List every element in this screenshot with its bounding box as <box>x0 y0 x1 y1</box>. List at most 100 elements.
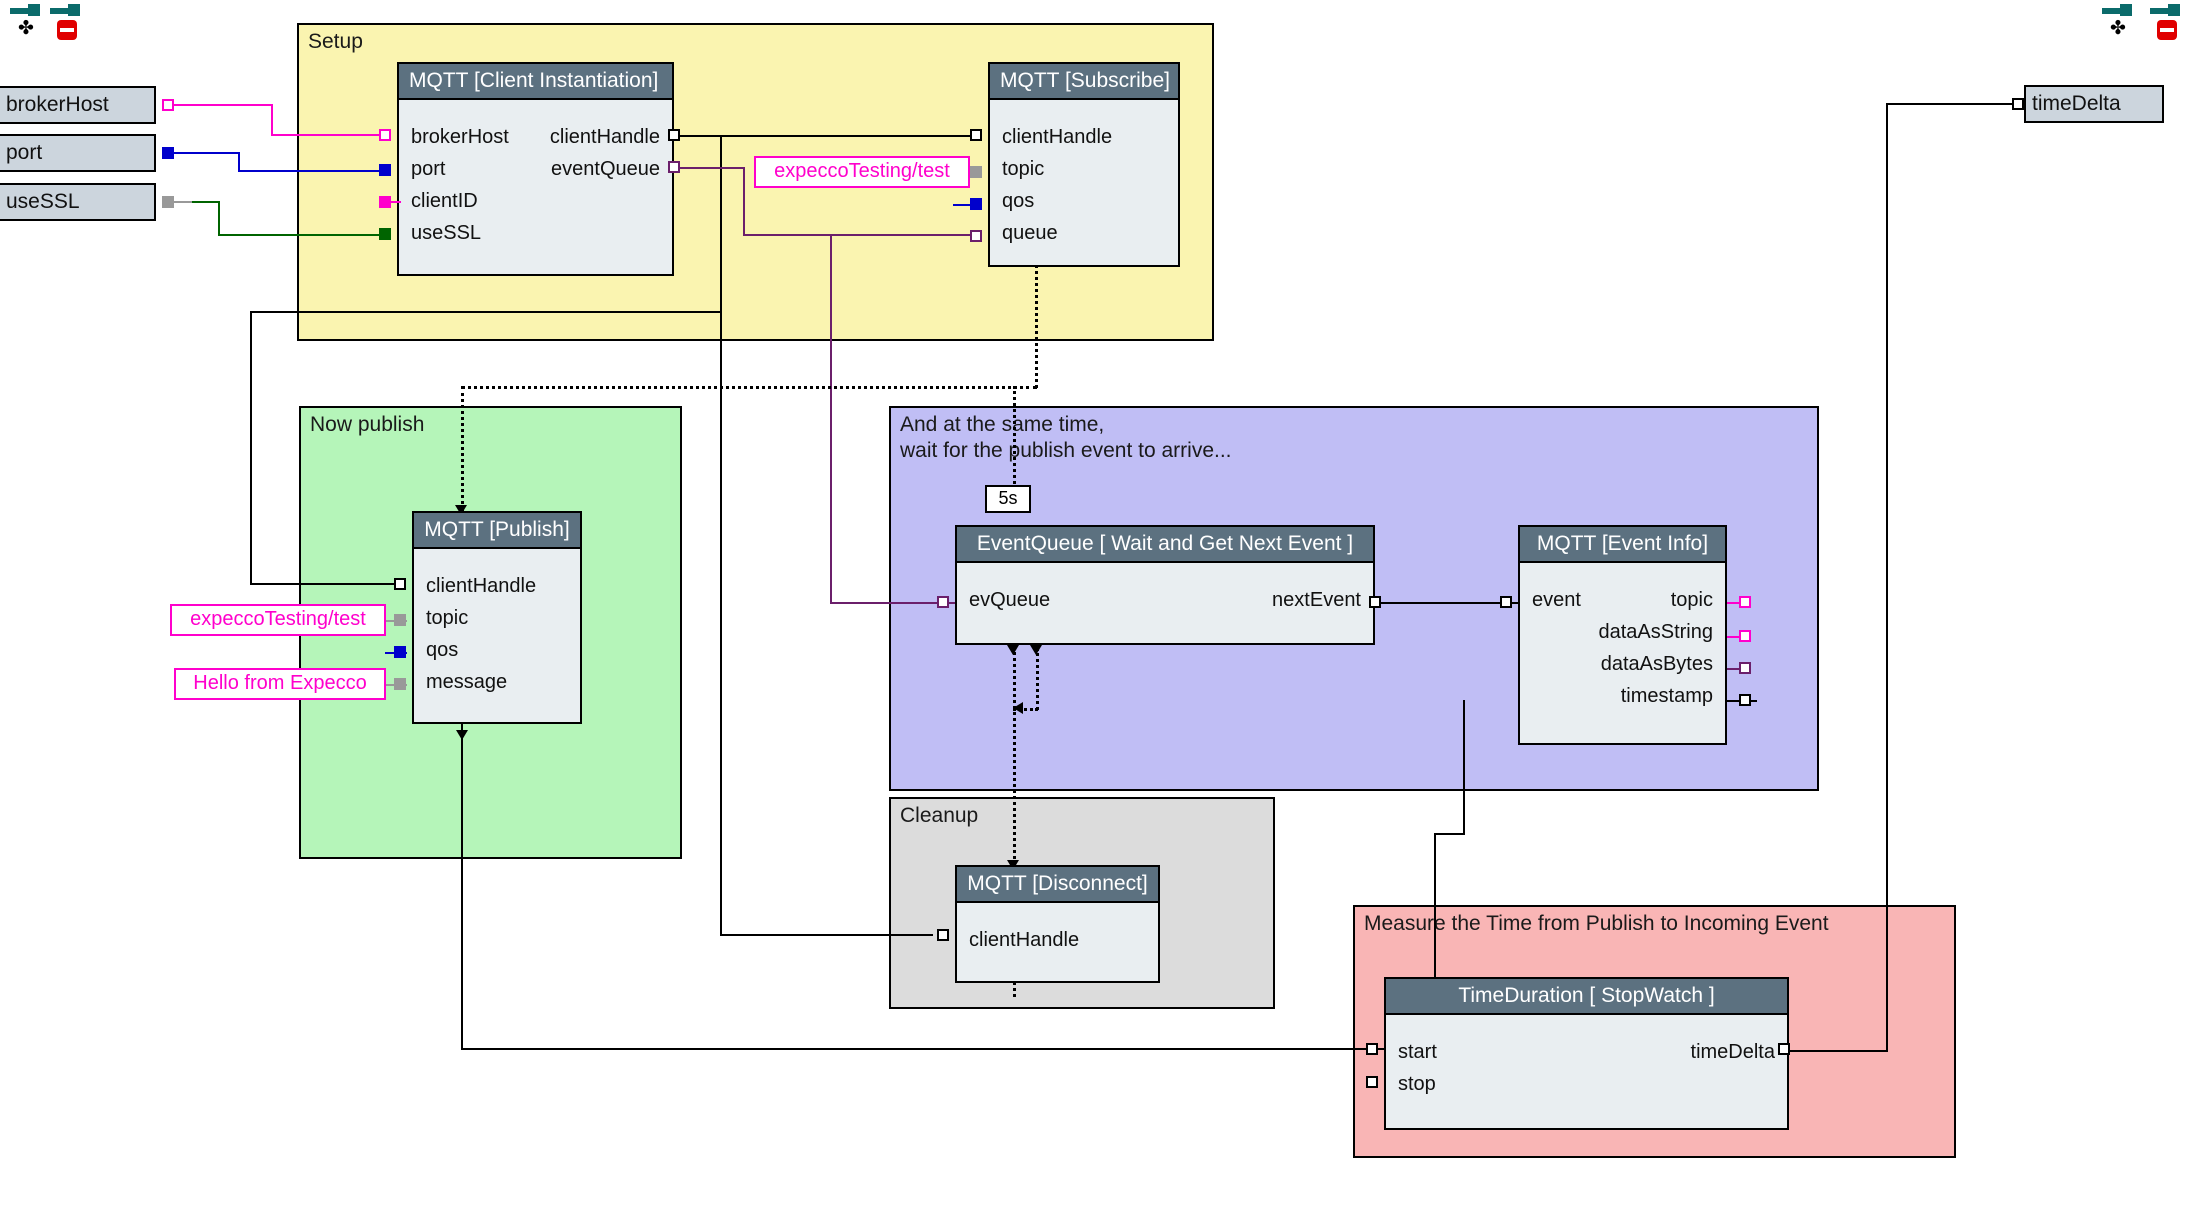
wire-ci-clientid-stub <box>385 201 401 203</box>
pin-label-port: port <box>411 158 446 180</box>
flow-to-eventqueue <box>1013 386 1016 502</box>
timeout-badge-5s[interactable]: 5s <box>985 485 1031 513</box>
pin-eq-nextevent-out[interactable] <box>1369 596 1381 608</box>
wire-eventinfo-databytes-stub <box>1727 668 1745 670</box>
wire-timedelta-seg2 <box>1886 103 1888 1052</box>
connector-stop-icon[interactable] <box>48 4 82 44</box>
connector-knob-icon <box>2168 4 2180 16</box>
literal-publish-topic[interactable]: expeccoTesting/test <box>170 604 386 636</box>
pin-sub-clienthandle-in[interactable] <box>970 129 982 141</box>
pin-usessl-out[interactable] <box>162 196 174 208</box>
pin-sub-queue-in[interactable] <box>970 230 982 242</box>
block-body: event topic dataAsString dataAsBytes tim… <box>1520 563 1725 743</box>
pin-ci-eventqueue-out[interactable] <box>668 161 680 173</box>
block-mqtt-disconnect[interactable]: MQTT [Disconnect] clientHandle <box>955 865 1160 983</box>
wire-eventinfo-topic-stub <box>1727 602 1745 604</box>
variable-timedelta[interactable]: timeDelta <box>2024 85 2164 123</box>
pin-label-topic: topic <box>426 607 469 629</box>
connector-move-icon-right[interactable]: ✤ <box>2100 4 2134 44</box>
connector-bar-icon <box>50 8 76 14</box>
connector-move-icon[interactable]: ✤ <box>8 4 42 44</box>
pin-pub-topic-in[interactable] <box>394 614 406 626</box>
pin-sw-stop-in[interactable] <box>1366 1076 1378 1088</box>
wire-brokerhost-seg2 <box>271 104 273 135</box>
pin-ci-port-in[interactable] <box>379 164 391 176</box>
pin-ci-usessl-in[interactable] <box>379 228 391 240</box>
variable-usessl[interactable]: useSSL <box>0 183 156 221</box>
pin-label-eventqueue: eventQueue <box>551 158 660 180</box>
block-body: brokerHost port clientID useSSL clientHa… <box>399 100 672 274</box>
block-mqtt-subscribe[interactable]: MQTT [Subscribe] clientHandle topic qos … <box>988 62 1180 267</box>
pin-ei-topic-out[interactable] <box>1739 596 1751 608</box>
pin-ci-brokerhost-in[interactable] <box>379 129 391 141</box>
flow-arrow-publish <box>455 505 467 515</box>
group-cleanup-title: Cleanup <box>900 804 979 827</box>
block-eventqueue-wait[interactable]: EventQueue [ Wait and Get Next Event ] e… <box>955 525 1375 645</box>
pin-pub-message-in[interactable] <box>394 678 406 690</box>
block-body: clientHandle <box>957 903 1158 981</box>
pin-brokerhost-out[interactable] <box>162 99 174 111</box>
block-timeduration-stopwatch[interactable]: TimeDuration [ StopWatch ] start stop ti… <box>1384 977 1789 1130</box>
pin-ei-timestamp-out[interactable] <box>1739 694 1751 706</box>
connector-bar-icon <box>2102 8 2128 14</box>
pin-ei-datasstring-out[interactable] <box>1739 630 1751 642</box>
pin-sub-topic-in[interactable] <box>970 166 982 178</box>
wire-usessl-stub <box>168 201 192 203</box>
pin-ci-clienthandle-out[interactable] <box>668 129 680 141</box>
pin-sw-start-in[interactable] <box>1366 1043 1378 1055</box>
literal-publish-message[interactable]: Hello from Expecco <box>174 668 386 700</box>
wire-eventqueue-seg5 <box>830 602 956 604</box>
block-mqtt-publish[interactable]: MQTT [Publish] clientHandle topic qos me… <box>412 511 582 724</box>
wire-eventqueue-seg4 <box>830 234 832 604</box>
wire-clienthandle-pub-seg3 <box>250 583 398 585</box>
pin-label-message: message <box>426 671 508 693</box>
wire-subscribe-qos-stub <box>953 204 975 206</box>
pin-label-qos: qos <box>1002 190 1035 212</box>
wire-arrow-publish-bottom <box>456 730 468 740</box>
block-mqtt-client-instantiation[interactable]: MQTT [Client Instantiation] brokerHost p… <box>397 62 674 276</box>
pin-label-start: start <box>1398 1041 1437 1063</box>
connector-knob-icon <box>68 4 80 16</box>
block-title: MQTT [Publish] <box>414 513 580 549</box>
group-setup-title: Setup <box>308 30 363 53</box>
flow-loopback-h <box>1013 708 1038 711</box>
flow-arrow-loopback <box>1013 702 1023 714</box>
wire-usessl-seg3 <box>218 234 381 236</box>
pin-timedelta-in[interactable] <box>2012 98 2024 110</box>
connector-stop-icon-right[interactable] <box>2148 4 2182 44</box>
pin-ei-datasbytes-out[interactable] <box>1739 662 1751 674</box>
variable-brokerhost[interactable]: brokerHost <box>0 86 156 124</box>
pin-pub-qos-in[interactable] <box>394 646 406 658</box>
group-measure-time-title: Measure the Time from Publish to Incomin… <box>1364 912 1829 935</box>
wire-publish-start-seg1 <box>461 723 463 1050</box>
pin-label-clienthandle: clientHandle <box>426 575 537 597</box>
pin-disc-clienthandle-in[interactable] <box>937 929 949 941</box>
wire-nextevent-to-event <box>1375 602 1518 604</box>
wire-port-seg2 <box>238 152 240 171</box>
pin-pub-clienthandle-in[interactable] <box>394 578 406 590</box>
pin-ei-event-in[interactable] <box>1500 596 1512 608</box>
pin-sw-timedelta-out[interactable] <box>1778 1043 1790 1055</box>
stop-sign-icon <box>57 20 77 40</box>
wire-eventqueue-seg2 <box>743 167 745 236</box>
connector-knob-icon <box>2120 4 2132 16</box>
wire-timestamp-seg3 <box>1434 833 1465 835</box>
block-mqtt-event-info[interactable]: MQTT [Event Info] event topic dataAsStri… <box>1518 525 1727 745</box>
literal-subscribe-topic[interactable]: expeccoTesting/test <box>754 156 970 188</box>
pin-sub-qos-in[interactable] <box>970 198 982 210</box>
block-title: EventQueue [ Wait and Get Next Event ] <box>957 527 1373 563</box>
pin-label-event: event <box>1532 589 1581 611</box>
flow-eventqueue-out <box>1013 645 1016 997</box>
block-body: evQueue nextEvent <box>957 563 1373 643</box>
pin-port-out[interactable] <box>162 147 174 159</box>
pin-eq-evqueue-in[interactable] <box>937 596 949 608</box>
flow-loopback-v <box>1036 648 1039 710</box>
wire-timedelta-seg3 <box>1886 103 2018 105</box>
wire-eventqueue-seg3 <box>743 234 976 236</box>
connector-bar-icon <box>10 8 36 14</box>
pin-label-topic: topic <box>1670 589 1713 611</box>
variable-port[interactable]: port <box>0 134 156 172</box>
wire-port-seg1 <box>168 152 240 154</box>
pin-label-timedelta: timeDelta <box>1690 1041 1775 1063</box>
wire-timedelta-seg1 <box>1790 1050 1888 1052</box>
